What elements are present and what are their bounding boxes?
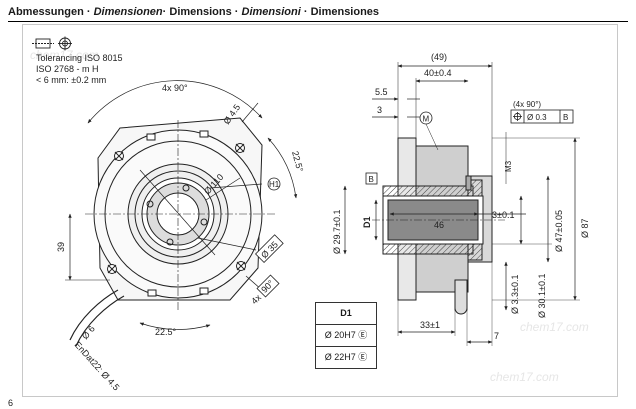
dim-5-5: 5.5	[375, 87, 388, 97]
title-part-it: Dimensioni	[241, 6, 301, 18]
tolerancing-line-1: Tolerancing ISO 8015	[36, 53, 123, 63]
section-title: Abmessungen · Dimensionen· Dimensions · …	[8, 6, 379, 18]
svg-text:4x: 4x	[249, 292, 263, 306]
box-4x90: 4x 90°	[249, 274, 280, 306]
datum-b: B	[365, 172, 378, 185]
dim-7: 7	[494, 331, 499, 341]
dim-39: 39	[56, 242, 66, 252]
dim-cable-dia-6: Ø 6	[80, 324, 97, 342]
dim-m3: M3	[504, 160, 513, 172]
callout-m: M	[419, 111, 433, 125]
dim-40: 40±0.4	[424, 68, 451, 78]
svg-text:B: B	[369, 175, 374, 184]
title-rule	[8, 21, 628, 22]
position-icon	[513, 112, 522, 121]
dim-3-tol: 3±0.1	[492, 210, 514, 220]
dim-dia-30-1: Ø 30.1±0.1	[537, 274, 547, 318]
d1-table-header: D1	[340, 308, 352, 318]
callout-h1: H1	[267, 177, 281, 191]
front-view	[65, 80, 298, 347]
dim-dia-47: Ø 47±0.05	[554, 210, 564, 252]
box-dia-35: Ø 35	[254, 234, 284, 264]
feature-control-frame: Ø 0.3 B	[510, 109, 574, 124]
side-view-dimensions	[343, 62, 580, 346]
page-number: 6	[8, 398, 14, 408]
dim-dia-3-3: Ø 3.3±0.1	[510, 275, 520, 314]
dim-angle-22-5-bottom: 22.5°	[155, 327, 177, 337]
dim-dia-29-7: Ø 29.7±0.1	[332, 210, 342, 254]
svg-text:B: B	[563, 113, 568, 122]
svg-text:Ø 0.3: Ø 0.3	[527, 113, 547, 122]
dim-dia-87: Ø 87	[580, 218, 590, 238]
dim-46: 46	[434, 220, 444, 230]
title-part-nl: Dimensionen	[93, 6, 163, 18]
tolerancing-line-2: ISO 2768 - m H	[36, 64, 99, 74]
side-view	[372, 137, 505, 315]
dim-33: 33±1	[420, 320, 440, 330]
d1-table: D1 Ø 20H7 Ⓔ Ø 22H7 Ⓔ	[315, 302, 377, 369]
d1-table-row: Ø 20H7 Ⓔ	[316, 324, 376, 346]
tolerancing-line-3: < 6 mm: ±0.2 mm	[36, 75, 106, 85]
watermark: chem17.com	[490, 370, 559, 384]
watermark: chem17.com	[30, 48, 99, 62]
dim-angle-22-5-top: 22.5°	[290, 150, 305, 173]
dim-endat-cable: EnDat22: Ø 4.5	[73, 340, 122, 393]
title-part-es: · Dimensiones	[300, 6, 380, 18]
d1-table-row: Ø 22H7 Ⓔ	[316, 346, 376, 368]
dim-d1: D1	[362, 216, 372, 228]
watermark: chem17.com	[520, 320, 589, 334]
svg-text:M: M	[423, 115, 430, 124]
projection-symbol-icon	[32, 36, 72, 51]
dim-3: 3	[377, 105, 382, 115]
svg-text:H1: H1	[269, 180, 280, 189]
title-part-de: Abmessungen ·	[8, 6, 94, 18]
title-part-en: · Dimensions ·	[162, 6, 242, 18]
fcf-note: (4x 90°)	[513, 100, 541, 109]
dim-49: (49)	[431, 52, 447, 62]
dim-angle-4x90: 4x 90°	[162, 83, 188, 93]
